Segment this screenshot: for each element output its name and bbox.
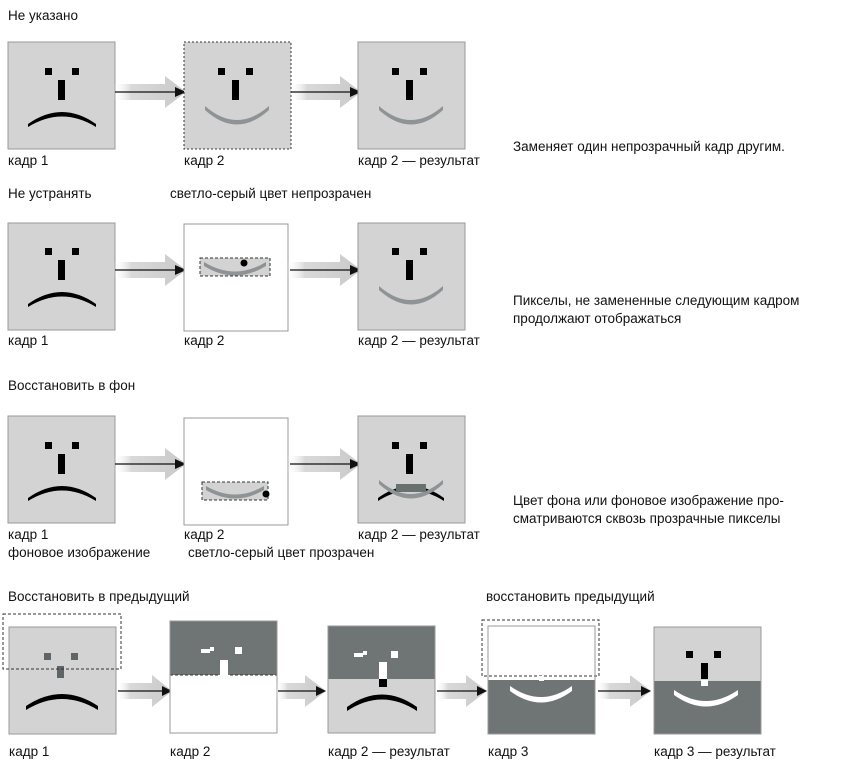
- row2-label-frame3: кадр 2 — результат: [358, 333, 480, 348]
- row2-frame3: [357, 222, 466, 331]
- section4-title: Восстановить в предыдущий: [8, 589, 190, 604]
- row2-arrow2: [286, 254, 361, 286]
- row4-label-frame5: кадр 3 — результат: [654, 744, 776, 759]
- section4-note: восстановить предыдущий: [486, 589, 655, 604]
- row3-description-line1: Цвет фона или фоновое изображение про-: [513, 493, 784, 508]
- row4-label-frame3: кадр 2 — результат: [328, 744, 450, 759]
- row4-frame4: [481, 619, 600, 735]
- row4-arrow4: [596, 675, 651, 707]
- row1-frame3: [357, 41, 466, 150]
- row4-arrow2: [275, 675, 326, 707]
- row1-label-frame3: кадр 2 — результат: [358, 153, 480, 168]
- row4-label-frame2: кадр 2: [170, 744, 211, 759]
- row3-label-frame1: кадр 1: [8, 527, 49, 542]
- row3-arrow1: [113, 448, 186, 480]
- row4-arrow1: [116, 675, 172, 707]
- eye-right: [72, 68, 79, 75]
- section2-note: светло-серый цвет непрозрачен: [170, 186, 372, 201]
- row3-frame2: [183, 417, 289, 526]
- row2-label-frame2: кадр 2: [184, 333, 225, 348]
- row2-arrow1: [113, 254, 186, 286]
- row1-arrow2: [289, 76, 361, 108]
- section1-title: Не указано: [8, 8, 78, 23]
- row2-description-line2: продолжают отображаться: [513, 311, 682, 326]
- restore-region: [2, 613, 122, 670]
- row4-frame3: [327, 625, 436, 734]
- eye-left: [45, 68, 52, 75]
- row4-frame1: [2, 613, 122, 735]
- row1-frame1: [7, 41, 116, 150]
- row3-frame1: [7, 415, 116, 524]
- row4-label-frame1: кадр 1: [9, 744, 50, 759]
- row1-label-frame1: кадр 1: [8, 153, 49, 168]
- row3-sublabel-background: фоновое изображение: [8, 545, 151, 560]
- row4-frame5: [653, 626, 762, 735]
- row3-label-frame2: кадр 2: [184, 527, 225, 542]
- nose: [58, 80, 65, 100]
- smile-mouth: [205, 106, 269, 125]
- frown-mouth: [28, 112, 96, 127]
- row2-frame2: [183, 223, 289, 332]
- row1-frame2: [183, 41, 292, 150]
- section2-title: Не устранять: [8, 186, 92, 201]
- dot: [240, 259, 248, 267]
- row4-label-frame4: кадр 3: [488, 744, 529, 759]
- row2-description-line1: Пикселы, не замененные следующим кадром: [513, 293, 800, 308]
- section3-title: Восстановить в фон: [8, 378, 136, 393]
- row1-label-frame2: кадр 2: [184, 153, 225, 168]
- row3-description-line2: сматриваются сквозь прозрачные пикселы: [513, 511, 781, 526]
- row2-frame1: [7, 222, 116, 331]
- row3-frame3: [357, 415, 466, 524]
- row3-label-frame3: кадр 2 — результат: [358, 527, 480, 542]
- row3-sublabel-transparent: светло-серый цвет прозрачен: [188, 545, 375, 560]
- row4-arrow3: [435, 675, 487, 707]
- row3-arrow2: [286, 448, 361, 480]
- row1-description: Заменяет один непрозрачный кадр другим.: [513, 139, 785, 154]
- row2-label-frame1: кадр 1: [8, 333, 49, 348]
- row4-frame2: [169, 620, 278, 734]
- row1-arrow1: [113, 76, 186, 108]
